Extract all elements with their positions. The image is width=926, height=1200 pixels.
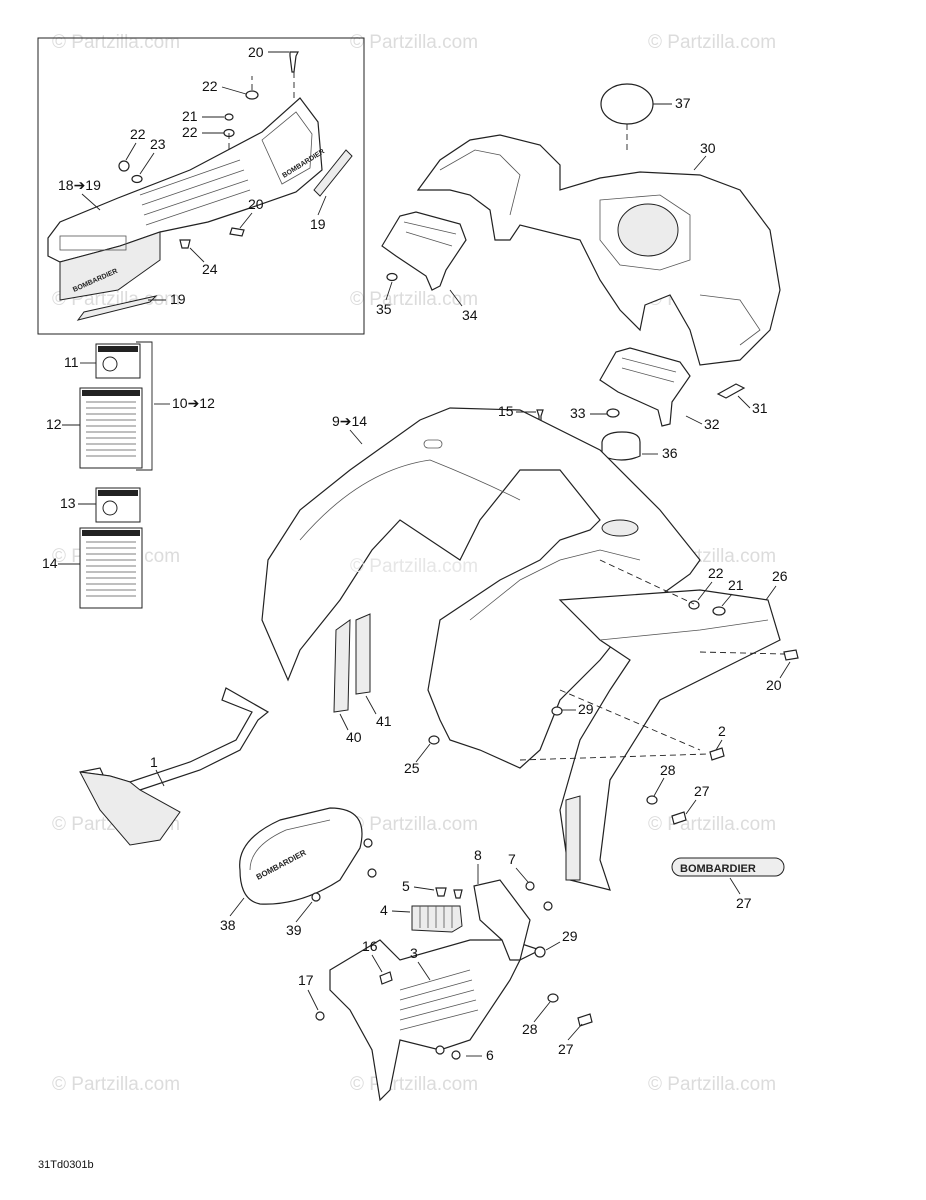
callout-41: 41 <box>376 713 392 729</box>
callout-19: 19 <box>170 291 186 307</box>
callout-20: 20 <box>248 196 264 212</box>
callout-10-12: 10➔12 <box>172 395 215 411</box>
callout-28: 28 <box>660 762 676 778</box>
inset-frame <box>37 37 365 335</box>
callout-26: 26 <box>772 568 788 584</box>
watermark: © Partzilla.com <box>350 32 478 53</box>
callout-12: 12 <box>46 416 62 432</box>
diagram-code: 31Td0301b <box>38 1159 94 1171</box>
bracket-34 <box>381 211 467 291</box>
callout-33: 33 <box>570 405 586 421</box>
callout-34: 34 <box>462 307 478 323</box>
watermark: © Partzilla.com <box>648 32 776 53</box>
callout-3: 3 <box>410 945 418 961</box>
callout-32: 32 <box>704 416 720 432</box>
callout-27: 27 <box>736 895 752 911</box>
callout-28: 28 <box>522 1021 538 1037</box>
callout-40: 40 <box>346 729 362 745</box>
front-grille: BOMBARDIER BOMBARDIER <box>47 97 326 301</box>
callout-5: 5 <box>402 878 410 894</box>
decal-strip <box>313 149 353 197</box>
decal-strip <box>76 295 158 321</box>
inset-callouts: 20 22 21 22 22 23 18➔19 20 19 24 19 <box>58 44 327 307</box>
fender-cover <box>416 134 781 366</box>
clip <box>716 383 746 399</box>
callout-1: 1 <box>150 754 158 770</box>
misc-hardware <box>311 600 799 1060</box>
brand-decal: BOMBARDIER <box>671 857 785 877</box>
rubber-cap <box>601 431 641 461</box>
callout-35: 35 <box>376 301 392 317</box>
callout-22: 22 <box>130 126 146 142</box>
callout-14: 14 <box>42 555 58 571</box>
callout-11: 11 <box>64 354 79 370</box>
callout-29: 29 <box>562 928 578 944</box>
oval-cover: BOMBARDIER <box>239 807 363 905</box>
callout-4: 4 <box>380 902 388 918</box>
label-decals <box>79 341 153 609</box>
callout-22: 22 <box>182 124 198 140</box>
callout-20: 20 <box>766 677 782 693</box>
callout-17: 17 <box>298 972 314 988</box>
callout-27: 27 <box>558 1041 574 1057</box>
callout-9-14: 9➔14 <box>332 413 367 429</box>
callout-37: 37 <box>675 95 691 111</box>
footrest-assembly <box>329 879 542 1102</box>
bracket-32 <box>599 347 691 427</box>
strip-41 <box>355 613 371 695</box>
callout-31: 31 <box>752 400 768 416</box>
callout-16: 16 <box>362 938 378 954</box>
callouts: 37 30 35 34 11 10➔12 12 9➔14 15 33 32 31… <box>42 95 791 1063</box>
callout-8: 8 <box>474 847 482 863</box>
watermark: © Partzilla.com <box>350 1074 478 1095</box>
callout-22: 22 <box>202 78 218 94</box>
callout-18-19: 18➔19 <box>58 177 101 193</box>
callout-19: 19 <box>310 216 326 232</box>
callout-24: 24 <box>202 261 218 277</box>
install-lines <box>519 559 785 761</box>
callout-6: 6 <box>486 1047 494 1063</box>
center-watermark: © Partzilla.com <box>350 556 478 577</box>
round-cap <box>600 83 654 125</box>
callout-20: 20 <box>248 44 264 60</box>
mudflap <box>79 687 270 846</box>
side-panel <box>558 589 781 891</box>
callout-15: 15 <box>498 403 514 419</box>
callout-7: 7 <box>508 851 516 867</box>
callout-22: 22 <box>708 565 724 581</box>
washer <box>606 408 620 418</box>
callout-38: 38 <box>220 917 236 933</box>
main-fender-body <box>261 407 701 769</box>
callout-21: 21 <box>182 108 198 124</box>
watermark: © Partzilla.com <box>52 32 180 53</box>
watermark: © Partzilla.com <box>648 1074 776 1095</box>
callout-21: 21 <box>728 577 744 593</box>
strip-40 <box>333 619 351 713</box>
callout-29: 29 <box>578 701 594 717</box>
watermark: © Partzilla.com <box>350 289 478 310</box>
callout-25: 25 <box>404 760 420 776</box>
washer <box>386 272 398 282</box>
callout-2: 2 <box>718 723 726 739</box>
callout-36: 36 <box>662 445 678 461</box>
brand-decal-text: BOMBARDIER <box>680 863 756 875</box>
watermark: © Partzilla.com <box>52 1074 180 1095</box>
watermark: © Partzilla.com <box>350 814 478 835</box>
inset-hardware <box>118 51 299 249</box>
callout-27: 27 <box>694 783 710 799</box>
callout-39: 39 <box>286 922 302 938</box>
callout-13: 13 <box>60 495 76 511</box>
watermark: © Partzilla.com <box>648 814 776 835</box>
callout-30: 30 <box>700 140 716 156</box>
callout-23: 23 <box>150 136 166 152</box>
